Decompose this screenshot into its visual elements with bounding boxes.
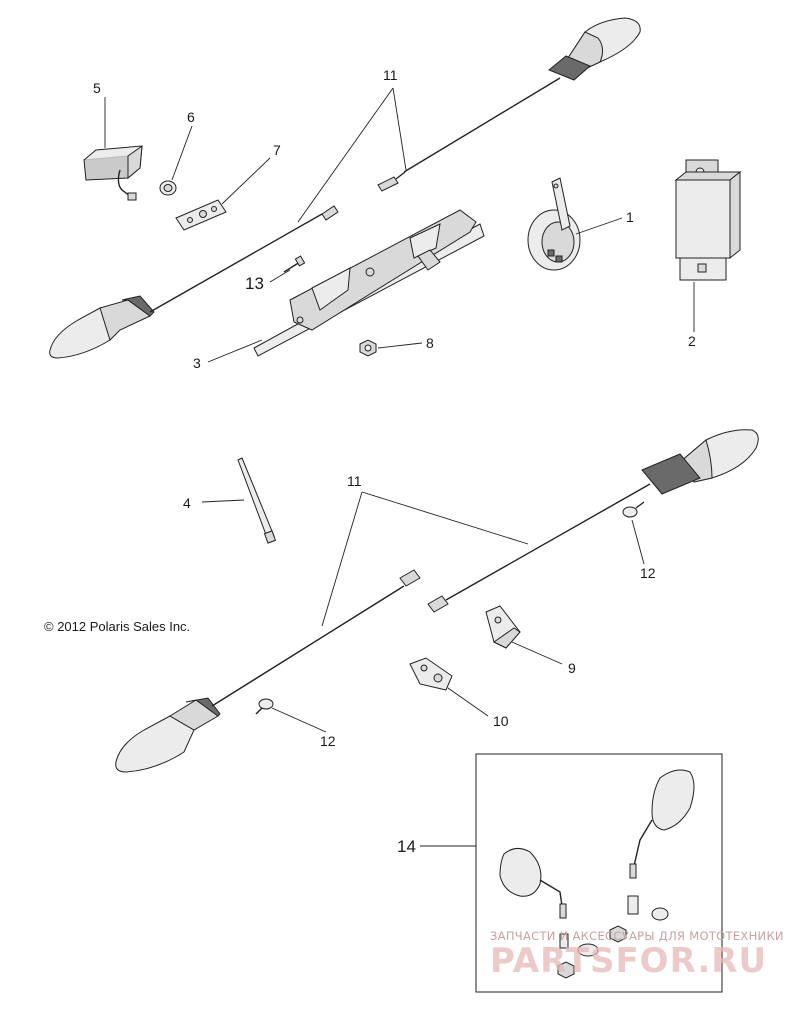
callout-1: 1 — [626, 209, 634, 225]
bushing-part-6 — [159, 180, 177, 196]
watermark-tagline: ЗАПЧАСТИ И АКСЕССУАРЫ ДЛЯ МОТОТЕХНИКИ — [490, 929, 784, 943]
bolt-part-13 — [283, 255, 306, 273]
turn-signal-lower-left — [115, 569, 421, 773]
callout-12-lower: 12 — [320, 733, 336, 749]
bracket-part-9 — [485, 605, 521, 649]
callout-9: 9 — [568, 660, 576, 676]
callout-13: 13 — [245, 274, 264, 293]
mount-bracket-part-3 — [253, 209, 485, 357]
flasher-module-part-2 — [674, 159, 742, 281]
leader-lines — [104, 87, 695, 847]
mount-part-10 — [409, 657, 453, 691]
callout-8: 8 — [426, 335, 434, 351]
callout-5: 5 — [93, 80, 101, 96]
screw-part-12-upper — [622, 501, 645, 518]
turn-signal-upper-left — [49, 205, 339, 359]
watermark-brand: PARTSFOR.RU — [490, 941, 767, 981]
callout-7: 7 — [273, 142, 281, 158]
callout-2: 2 — [688, 333, 696, 349]
copyright-notice: © 2012 Polaris Sales Inc. — [44, 619, 190, 634]
mirror-kit-box-part-14 — [475, 753, 723, 993]
nut-part-8 — [359, 339, 377, 357]
watermark: ЗАПЧАСТИ И АКСЕССУАРЫ ДЛЯ МОТОТЕХНИКИ PA… — [490, 929, 784, 981]
callout-12-upper: 12 — [640, 565, 656, 581]
screw-part-12-lower — [255, 698, 274, 715]
plate-part-7 — [175, 199, 227, 231]
horn-part-1 — [527, 177, 581, 271]
turn-signal-lower-right — [427, 429, 759, 613]
callout-11-lower: 11 — [347, 473, 362, 489]
callout-14: 14 — [397, 837, 416, 856]
flasher-relay-part-5 — [83, 144, 143, 201]
callout-6: 6 — [187, 109, 195, 125]
turn-signal-upper-right — [377, 17, 641, 192]
cable-tie-part-4 — [237, 457, 277, 544]
callout-3: 3 — [193, 355, 201, 371]
callout-10: 10 — [493, 713, 509, 729]
callout-4: 4 — [183, 495, 191, 511]
callout-11-upper: 11 — [383, 67, 398, 83]
